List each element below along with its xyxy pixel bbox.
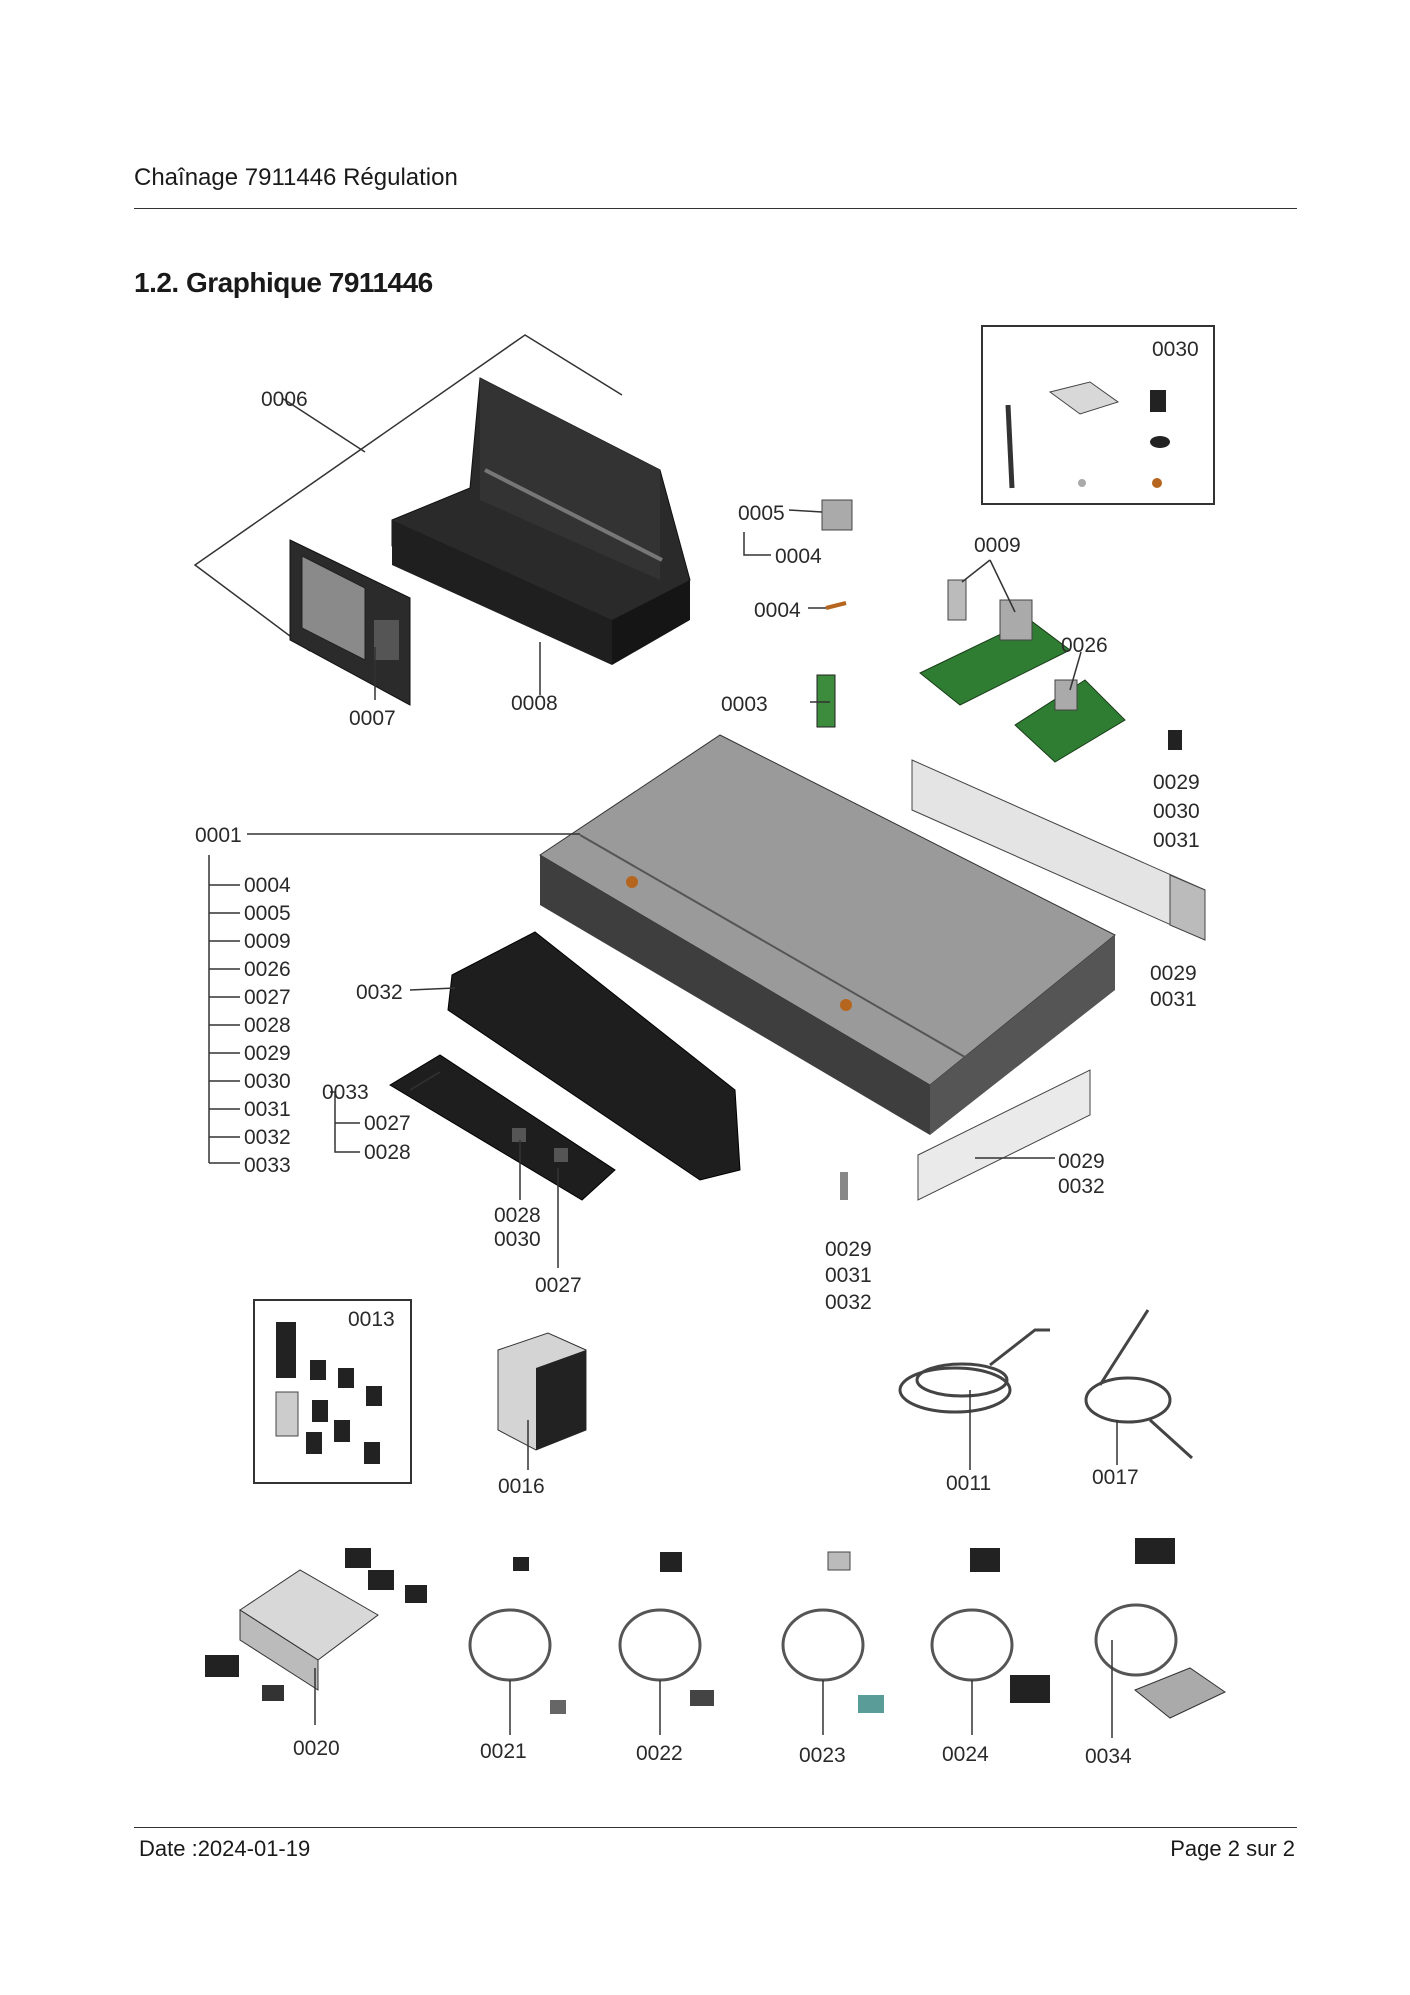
callout-0026: 0026 [1061, 634, 1108, 657]
list-0033: 0033 [244, 1154, 291, 1177]
callout-0030-box: 0030 [1152, 338, 1199, 361]
list-0028: 0028 [244, 1014, 291, 1037]
hub-0020 [205, 1548, 427, 1701]
rail-0029-0032 [917, 1069, 1091, 1201]
footer-date: Date :2024-01-19 [139, 1836, 311, 1861]
small-parts-top [816, 499, 853, 728]
callout-0009: 0009 [974, 534, 1021, 557]
callout-0030-b: 0030 [494, 1228, 541, 1251]
callout-0008: 0008 [511, 692, 558, 715]
callout-0032: 0032 [356, 981, 403, 1004]
callout-0022: 0022 [636, 1742, 683, 1765]
callout-0004-a: 0004 [775, 545, 822, 568]
frame-0032 [447, 931, 741, 1181]
callout-0029-d: 0029 [825, 1238, 872, 1261]
cable-0011 [898, 1328, 1050, 1414]
main-housing-0001 [539, 734, 1116, 1135]
page-header-title: Chaînage 7911446 Régulation [134, 164, 458, 191]
list-0004: 0004 [244, 874, 291, 897]
callout-0028-a: 0028 [364, 1141, 411, 1164]
callout-0007: 0007 [349, 707, 396, 730]
box-0030-parts [1005, 381, 1170, 489]
callout-0031-c: 0031 [825, 1264, 872, 1287]
list-0027: 0027 [244, 986, 291, 1009]
section-title: 1.2. Graphique 7911446 [134, 267, 433, 298]
callout-0030-a: 0030 [1153, 800, 1200, 823]
box-0030 [981, 325, 1215, 505]
callout-0024: 0024 [942, 1743, 989, 1766]
callout-0001: 0001 [195, 824, 242, 847]
callout-0029-a: 0029 [1153, 771, 1200, 794]
callout-0011: 0011 [946, 1472, 991, 1495]
leader-lines [208, 509, 1118, 1738]
part-0033 [389, 1054, 616, 1201]
callout-0004-b: 0004 [754, 599, 801, 622]
cable-coils [468, 1603, 1178, 1682]
footer-rule [134, 1827, 1297, 1828]
callout-0034: 0034 [1085, 1745, 1132, 1768]
callout-0016: 0016 [498, 1475, 545, 1498]
module-0016 [497, 1332, 587, 1451]
cable-0017 [1084, 1309, 1194, 1460]
callout-0032-b: 0032 [1058, 1175, 1105, 1198]
header-rule [134, 208, 1297, 209]
part-0029-top [1168, 730, 1182, 750]
callout-0020: 0020 [293, 1737, 340, 1760]
callout-0031-b: 0031 [1150, 988, 1197, 1011]
pcb-0026 [1014, 679, 1126, 763]
callout-0013: 0013 [348, 1308, 395, 1331]
small-pin [840, 1172, 848, 1200]
callout-0006: 0006 [261, 388, 308, 411]
callout-0028-b: 0028 [494, 1204, 541, 1227]
callout-0033: 0033 [322, 1081, 369, 1104]
callout-0005: 0005 [738, 502, 785, 525]
list-0032: 0032 [244, 1126, 291, 1149]
terminal-strip [911, 759, 1206, 941]
list-0029: 0029 [244, 1042, 291, 1065]
callout-0029-b: 0029 [1150, 962, 1197, 985]
callout-0027-a: 0027 [364, 1112, 411, 1135]
callout-0017: 0017 [1092, 1466, 1139, 1489]
callout-0031-a: 0031 [1153, 829, 1200, 852]
callout-0021: 0021 [480, 1740, 527, 1763]
list-0030: 0030 [244, 1070, 291, 1093]
footer-page-number: Page 2 sur 2 [1170, 1836, 1295, 1861]
bracket-0006 [193, 334, 623, 652]
box-0013-parts [275, 1322, 382, 1464]
pcb-0009 [919, 579, 1071, 706]
callout-0003: 0003 [721, 693, 768, 716]
list-0005: 0005 [244, 902, 291, 925]
display-panel-0007 [289, 539, 411, 706]
callout-0029-c: 0029 [1058, 1150, 1105, 1173]
list-0026: 0026 [244, 958, 291, 981]
callout-0027-b: 0027 [535, 1274, 582, 1297]
housing-front-0008 [391, 377, 691, 665]
callout-0023: 0023 [799, 1744, 846, 1767]
cable-plugs [513, 1538, 1227, 1719]
callout-0032-c: 0032 [825, 1291, 872, 1314]
list-0009: 0009 [244, 930, 291, 953]
list-0031: 0031 [244, 1098, 291, 1121]
